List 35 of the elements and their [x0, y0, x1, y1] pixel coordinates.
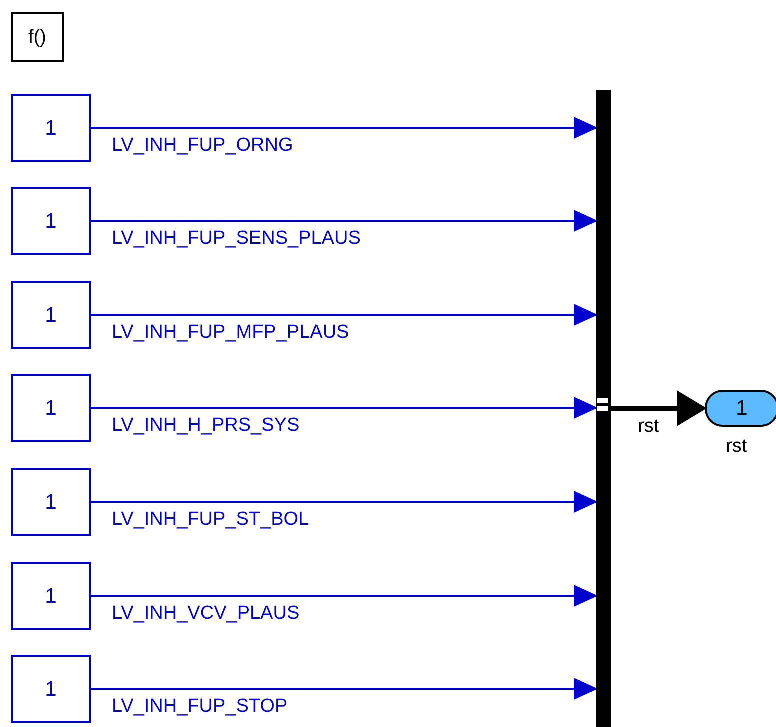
constant-block: [11, 562, 91, 630]
block-label: 1: [45, 492, 57, 512]
constant-block: [11, 655, 91, 723]
signal-label: LV_INH_H_PRS_SYS: [111, 415, 301, 436]
signal-arrow: [91, 210, 598, 232]
constant-block: [11, 281, 91, 349]
signal-label: LV_INH_FUP_MFP_PLAUS: [111, 322, 350, 343]
constant-block: [11, 374, 91, 442]
block-label: 1: [45, 304, 57, 326]
signal-label: LV_INH_FUP_ORNG: [111, 135, 294, 156]
block-label: 1: [45, 586, 57, 606]
signal-arrow: [91, 678, 598, 700]
signal-arrow: [91, 585, 598, 607]
block-label: 1: [45, 398, 57, 418]
constant-block: [11, 187, 91, 255]
signal-label: LV_INH_FUP_SENS_PLAUS: [111, 228, 362, 249]
block-label: 1: [736, 398, 748, 419]
signal-label: LV_INH_FUP_STOP: [111, 696, 289, 717]
block-label: f(): [28, 28, 46, 46]
block-label: 1: [45, 210, 57, 232]
block-label: 1: [45, 118, 57, 138]
bus-signal-arrow: [611, 390, 707, 426]
port-name: rst: [726, 437, 748, 456]
signal-arrow: [91, 304, 598, 326]
constant-block: [11, 468, 91, 536]
bus-creator-bar: [596, 90, 611, 727]
outport-block: [705, 390, 776, 427]
signal-arrow: [91, 397, 598, 419]
block-label: 1: [45, 678, 57, 700]
signal-arrow: [91, 117, 598, 139]
function-call-block: [11, 12, 64, 62]
signal-label: LV_INH_VCV_PLAUS: [111, 603, 301, 624]
signal-label: LV_INH_FUP_ST_BOL: [111, 509, 310, 530]
signal-arrow: [91, 491, 598, 513]
constant-block: [11, 94, 91, 162]
